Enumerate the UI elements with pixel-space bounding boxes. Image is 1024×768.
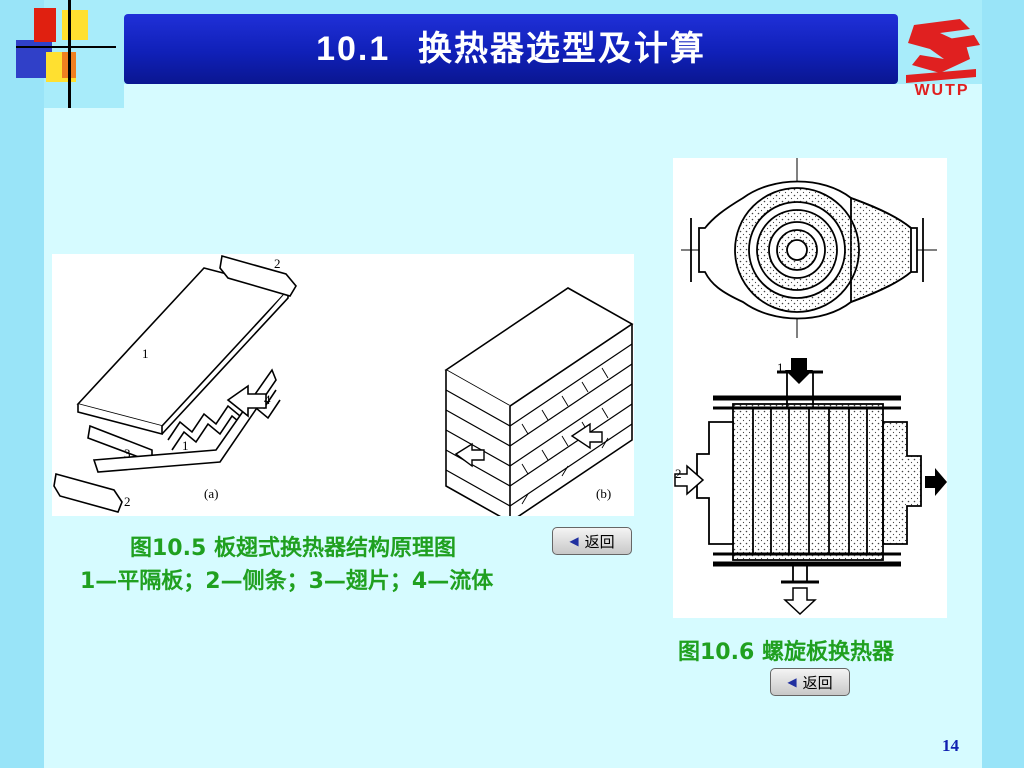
- decor-red-square: [34, 8, 56, 42]
- slide-title-number: 10.1: [316, 30, 391, 68]
- left-side-strip: [0, 0, 44, 768]
- slide-title-text: 换热器选型及计算: [417, 29, 706, 69]
- decor-horizontal-line: [16, 46, 116, 48]
- page-number: 14: [942, 736, 959, 755]
- logo-text: WUTP: [914, 82, 970, 99]
- port-label: 1: [777, 360, 784, 375]
- title-bar: [124, 14, 898, 84]
- subfigure-label-b: (b): [596, 486, 611, 501]
- back-arrow-icon: ◀: [569, 534, 579, 548]
- plate-part-label: 2: [124, 494, 131, 509]
- plate-fin-diagram: 1 2 3 4 1 2 (a) (b): [53, 254, 634, 516]
- decor-vertical-line: [68, 0, 71, 108]
- plate-part-label: 2: [274, 256, 281, 271]
- plate-part-label: 4: [264, 392, 271, 407]
- plate-part-label: 1: [142, 346, 149, 361]
- decor-yellow-square: [62, 10, 88, 40]
- plate-part-label: 3: [124, 446, 131, 461]
- port-label: 2: [675, 466, 682, 481]
- header-underlay: [124, 84, 982, 108]
- plate-fin-figure: 1 2 3 4 1 2 (a) (b): [52, 254, 634, 516]
- return-button-label: 返回: [584, 532, 615, 551]
- back-arrow-icon: ◀: [787, 675, 797, 689]
- figure-10-5-caption: 图10.5 板翅式换热器结构原理图: [130, 536, 456, 561]
- return-button[interactable]: ◀ 返回: [552, 527, 632, 555]
- spiral-exchanger-figure: 1 2: [673, 158, 947, 618]
- subfigure-label-a: (a): [204, 486, 218, 501]
- plate-part-label: 1: [182, 438, 189, 453]
- spiral-exchanger-diagram: 1 2: [674, 158, 947, 616]
- return-button-label: 返回: [802, 673, 833, 692]
- figure-10-6-caption: 图10.6 螺旋板换热器: [678, 640, 894, 665]
- slide-title: 10.1 换热器选型及计算: [124, 14, 898, 84]
- return-button-2[interactable]: ◀ 返回: [770, 668, 850, 696]
- right-side-strip: [982, 0, 1024, 768]
- figure-10-5-legend: 1—平隔板；2—侧条；3—翅片；4—流体: [80, 569, 494, 594]
- wutp-logo-icon: [906, 19, 980, 83]
